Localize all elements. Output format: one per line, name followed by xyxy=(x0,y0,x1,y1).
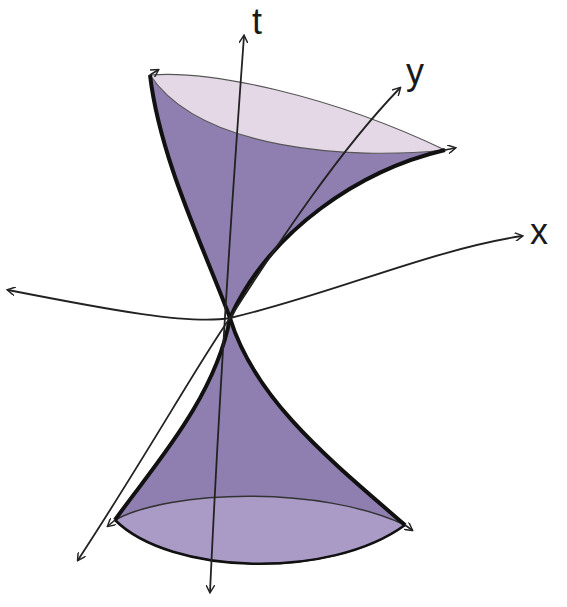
cone-tip-arrow xyxy=(108,520,115,526)
cone-tip-arrow xyxy=(405,525,412,530)
cone-edge xyxy=(230,318,405,525)
y-axis xyxy=(78,88,400,560)
axis-label: t xyxy=(250,2,264,42)
past-cone-base xyxy=(115,496,405,564)
t-axis xyxy=(210,36,244,592)
future-cone xyxy=(150,75,445,318)
x-axis xyxy=(8,236,522,320)
cone-edge xyxy=(230,150,445,318)
cone-tip-arrow xyxy=(150,70,158,75)
axis-label: y xyxy=(404,52,426,92)
cone-rim xyxy=(115,520,405,564)
past-cone xyxy=(115,318,405,564)
cone-tip-arrow xyxy=(445,148,455,150)
future-cone-opening xyxy=(150,74,445,153)
axis-label: x xyxy=(528,212,550,252)
cone-edge xyxy=(115,318,230,520)
cone-edge xyxy=(150,75,230,318)
